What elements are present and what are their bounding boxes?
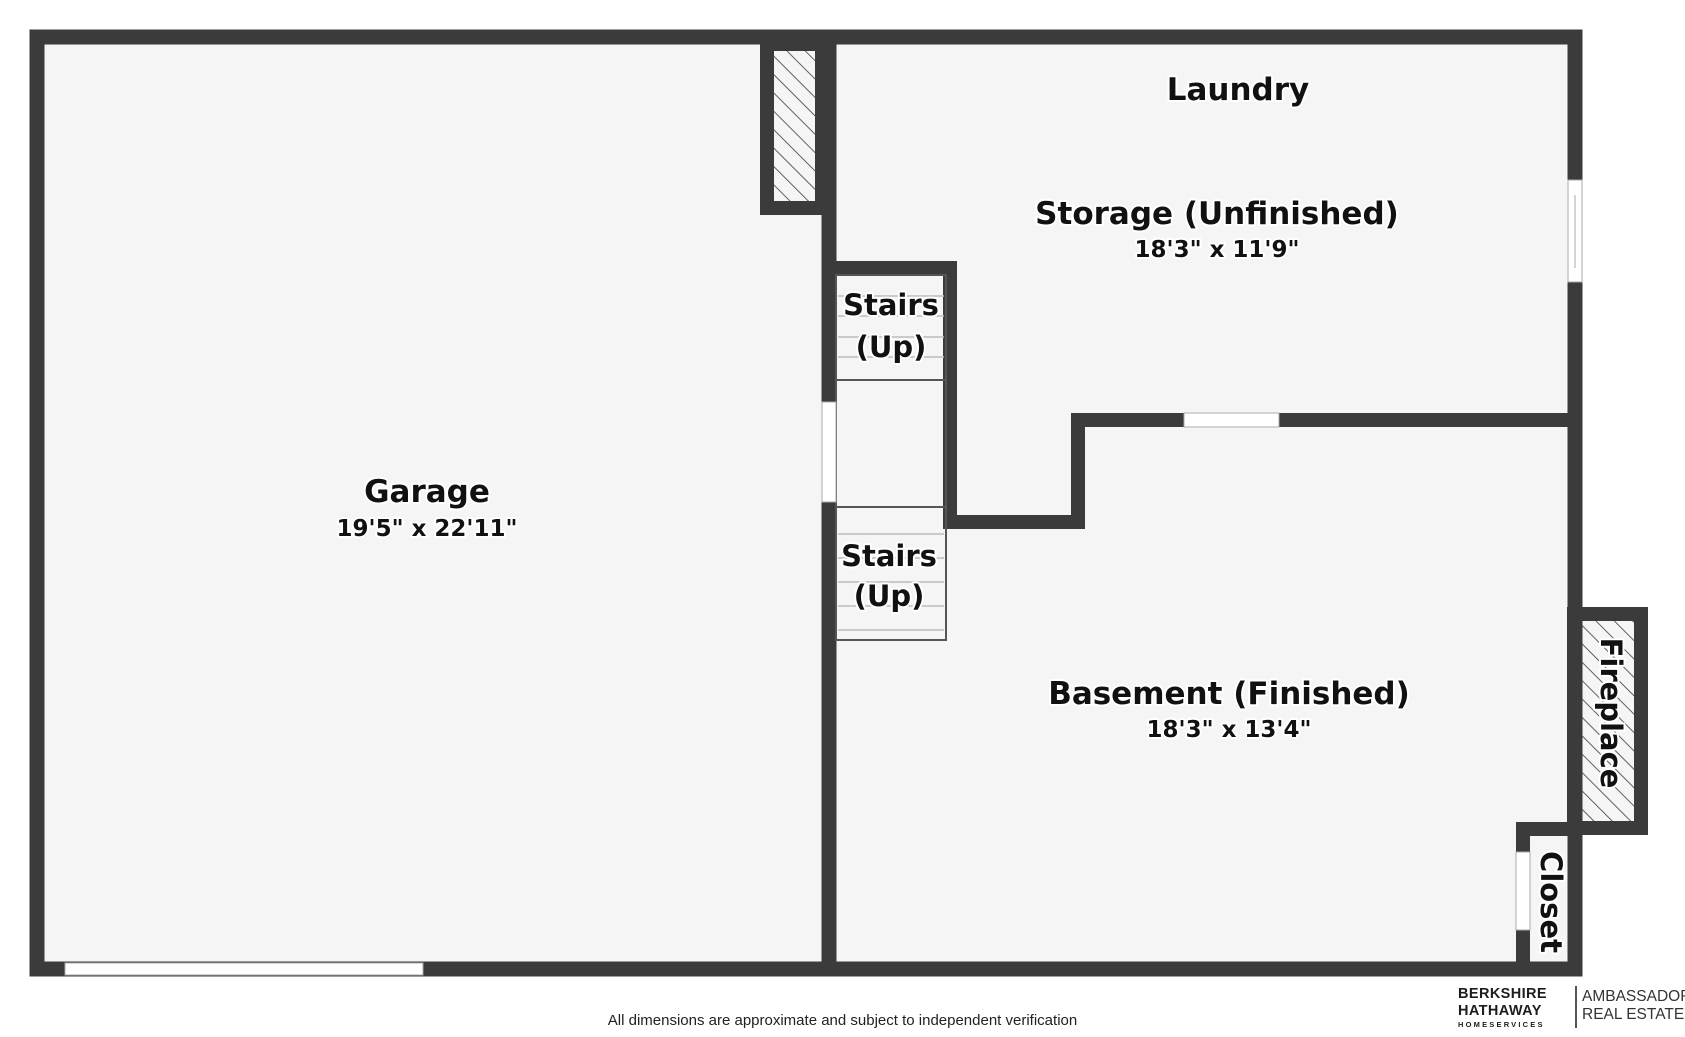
doorway-opening (1515, 851, 1531, 931)
stairs-upper-line1: Stairs (843, 288, 939, 322)
closet-name: Closet (1534, 851, 1568, 953)
basement-name: Basement (Finished) (1048, 676, 1410, 712)
garage-name: Garage (364, 474, 490, 510)
stair-treads (838, 295, 944, 631)
doorway-opening (821, 401, 837, 503)
disclaimer-text: All dimensions are approximate and subje… (607, 1012, 1078, 1029)
storage-name: Storage (Unfinished) (1035, 196, 1399, 232)
chimney-chase (760, 37, 829, 215)
brand-office: AMBASSADOR REAL ESTATE (1582, 988, 1685, 1024)
stair-wall (829, 261, 1575, 529)
garage-door-opening (64, 962, 424, 976)
brand-logo: BERKSHIRE HATHAWAY HOMESERVICES AMBASSAD… (1458, 984, 1685, 1034)
brand-line-1: BERKSHIRE (1458, 986, 1547, 1002)
doorway-opening (1183, 412, 1280, 428)
stairs-lower-line1: Stairs (841, 539, 937, 573)
brand-line-2: HATHAWAY (1458, 1003, 1542, 1019)
brand-divider (1575, 986, 1577, 1028)
outer-wall (29, 29, 1583, 977)
garage-dimensions: 19'5" x 22'11" (337, 516, 518, 542)
stairs-lower-line2: (Up) (854, 579, 925, 613)
storage-dimensions: 18'3" x 11'9" (1135, 237, 1300, 263)
stairs-upper-line2: (Up) (856, 330, 927, 364)
brand-line-3: HOMESERVICES (1458, 1020, 1545, 1029)
brand-office-line-1: AMBASSADOR (1582, 988, 1685, 1005)
fireplace-name: Fireplace (1594, 638, 1628, 789)
brand-office-line-2: REAL ESTATE (1582, 1006, 1685, 1023)
laundry-name: Laundry (1167, 72, 1310, 108)
brand-wordmark: BERKSHIRE HATHAWAY HOMESERVICES (1458, 986, 1568, 1030)
basement-dimensions: 18'3" x 13'4" (1147, 717, 1312, 743)
